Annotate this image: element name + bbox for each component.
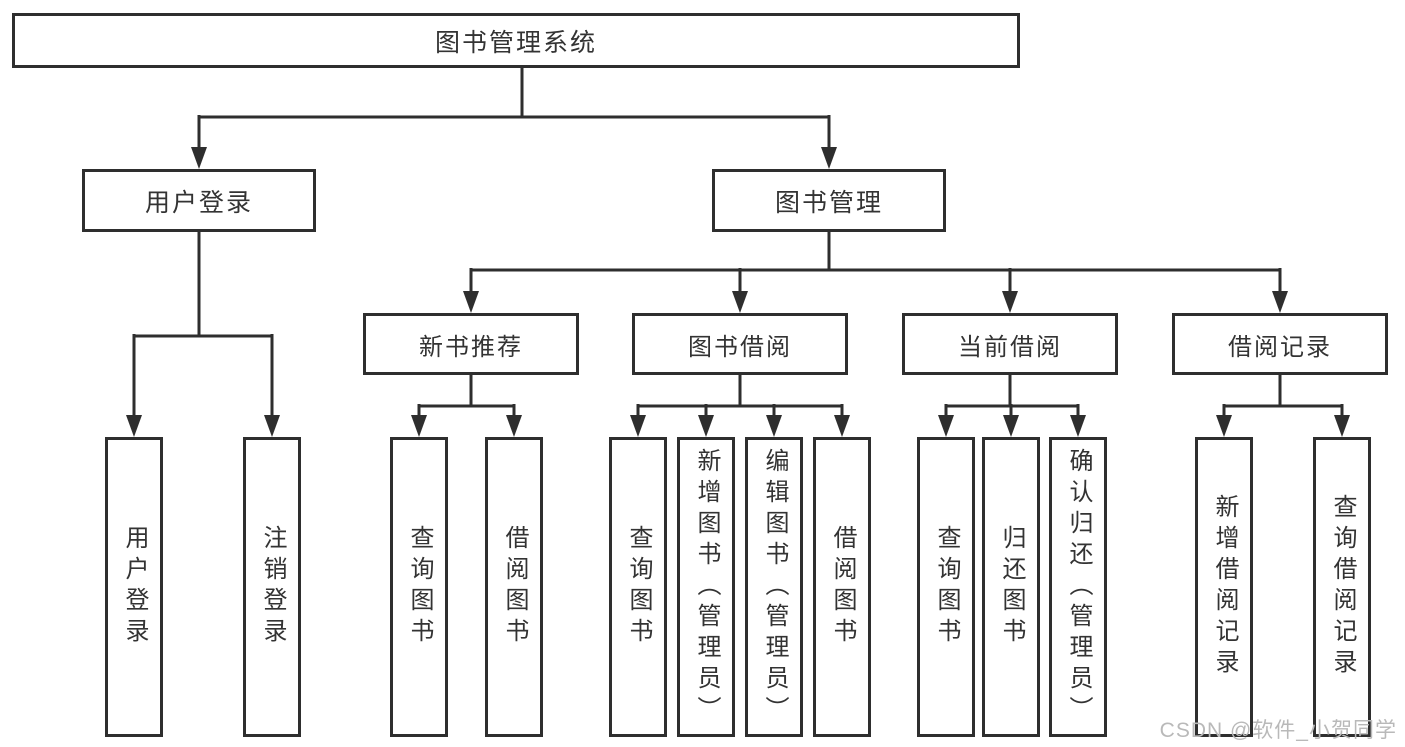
leaf-newbook-borrow-label: 借阅图书	[501, 525, 528, 649]
arrowhead	[264, 415, 280, 437]
node-current-borrow: 当前借阅	[902, 313, 1118, 375]
node-book-borrow-label: 图书借阅	[688, 333, 792, 361]
arrowhead	[1216, 415, 1232, 437]
connector-book-mgmt-to-level3	[463, 232, 1288, 313]
node-borrow-record-label: 借阅记录	[1228, 333, 1332, 361]
arrowhead	[1272, 291, 1288, 313]
connector-borrow-record-to-leaves	[1216, 375, 1350, 437]
leaf-borrow-query: 查询图书	[609, 437, 667, 737]
node-book-borrow: 图书借阅	[632, 313, 848, 375]
node-new-book-label: 新书推荐	[419, 333, 523, 361]
node-root-label: 图书管理系统	[434, 28, 597, 57]
arrowhead	[630, 415, 646, 437]
leaf-current-return: 归还图书	[982, 437, 1040, 737]
arrowhead	[1070, 415, 1086, 437]
node-user-login: 用户登录	[82, 169, 316, 232]
arrowhead	[463, 291, 479, 313]
leaf-borrow-add-admin: 新增图书（管理员）	[677, 437, 735, 737]
leaf-borrow-edit-admin: 编辑图书（管理员）	[745, 437, 803, 737]
leaf-borrow-edit-admin-label: 编辑图书（管理员）	[761, 447, 788, 727]
node-borrow-record: 借阅记录	[1172, 313, 1388, 375]
arrowhead	[1334, 415, 1350, 437]
leaf-newbook-query-label: 查询图书	[406, 525, 433, 649]
leaf-borrow-book: 借阅图书	[813, 437, 871, 737]
arrowhead	[1003, 415, 1019, 437]
connector-root-to-level2	[191, 68, 837, 169]
arrowhead	[938, 415, 954, 437]
leaf-record-add-label: 新增借阅记录	[1211, 494, 1238, 680]
leaf-current-return-label: 归还图书	[998, 525, 1025, 649]
leaf-record-query: 查询借阅记录	[1313, 437, 1371, 737]
watermark: CSDN @软件_小贺同学	[1159, 719, 1397, 742]
leaf-current-query: 查询图书	[917, 437, 975, 737]
connector-book-borrow-to-leaves	[630, 375, 850, 437]
connector-new-book-to-leaves	[411, 375, 522, 437]
node-current-borrow-label: 当前借阅	[958, 333, 1062, 361]
leaf-logout-label: 注销登录	[259, 525, 286, 649]
arrowhead	[411, 415, 427, 437]
leaf-logout: 注销登录	[243, 437, 301, 737]
leaf-borrow-book-label: 借阅图书	[829, 525, 856, 649]
arrowhead	[732, 291, 748, 313]
leaf-borrow-query-label: 查询图书	[625, 525, 652, 649]
leaf-borrow-add-admin-label: 新增图书（管理员）	[693, 447, 720, 727]
node-root: 图书管理系统	[12, 13, 1020, 68]
leaf-newbook-borrow: 借阅图书	[485, 437, 543, 737]
node-book-mgmt: 图书管理	[712, 169, 946, 232]
leaf-current-confirm-admin: 确认归还（管理员）	[1049, 437, 1107, 737]
leaf-user-login-label: 用户登录	[121, 525, 148, 649]
connector-current-borrow-to-leaves	[938, 375, 1086, 437]
node-book-mgmt-label: 图书管理	[774, 188, 883, 217]
arrowhead	[191, 147, 207, 169]
arrowhead	[698, 415, 714, 437]
arrowhead	[766, 415, 782, 437]
connector-user-login-to-leaves	[126, 232, 280, 437]
leaf-current-confirm-admin-label: 确认归还（管理员）	[1065, 447, 1092, 727]
leaf-record-query-label: 查询借阅记录	[1329, 494, 1356, 680]
node-user-login-label: 用户登录	[144, 188, 253, 217]
leaf-record-add: 新增借阅记录	[1195, 437, 1253, 737]
node-new-book: 新书推荐	[363, 313, 579, 375]
leaf-newbook-query: 查询图书	[390, 437, 448, 737]
arrowhead	[821, 147, 837, 169]
arrowhead	[506, 415, 522, 437]
arrowhead	[1002, 291, 1018, 313]
leaf-current-query-label: 查询图书	[933, 525, 960, 649]
leaf-user-login: 用户登录	[105, 437, 163, 737]
arrowhead	[834, 415, 850, 437]
arrowhead	[126, 415, 142, 437]
